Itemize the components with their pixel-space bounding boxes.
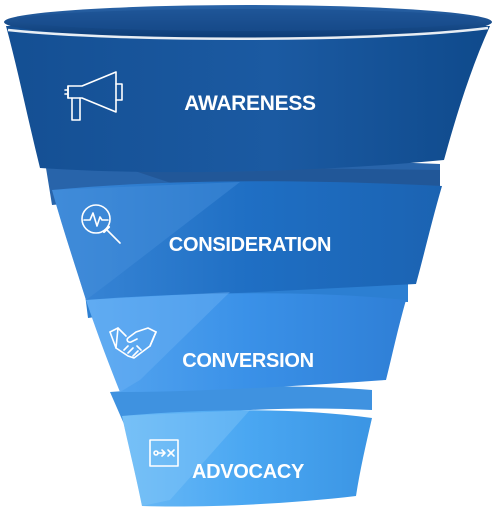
funnel-rim-inner	[18, 9, 478, 31]
stage-advocacy-band	[122, 410, 372, 507]
megaphone-icon	[64, 71, 123, 121]
stage-advocacy-label: ADVOCACY	[192, 461, 305, 483]
stage-conversion-label: CONVERSION	[182, 350, 313, 372]
magnifier-pulse-icon	[81, 204, 121, 244]
stage-consideration-fold	[52, 182, 240, 300]
document-share-icon	[149, 439, 179, 467]
stage-conversion-fold	[86, 292, 230, 392]
funnel-rim-highlight	[7, 26, 489, 40]
stage-awareness-band	[6, 26, 490, 173]
handshake-icon	[109, 327, 157, 359]
stage-consideration-label: CONSIDERATION	[169, 234, 331, 256]
stage-consideration-band	[52, 181, 442, 300]
stage-awareness-label: AWARENESS	[184, 92, 316, 115]
stage-conversion-band	[86, 293, 406, 392]
stage-advocacy-fold	[122, 410, 250, 506]
